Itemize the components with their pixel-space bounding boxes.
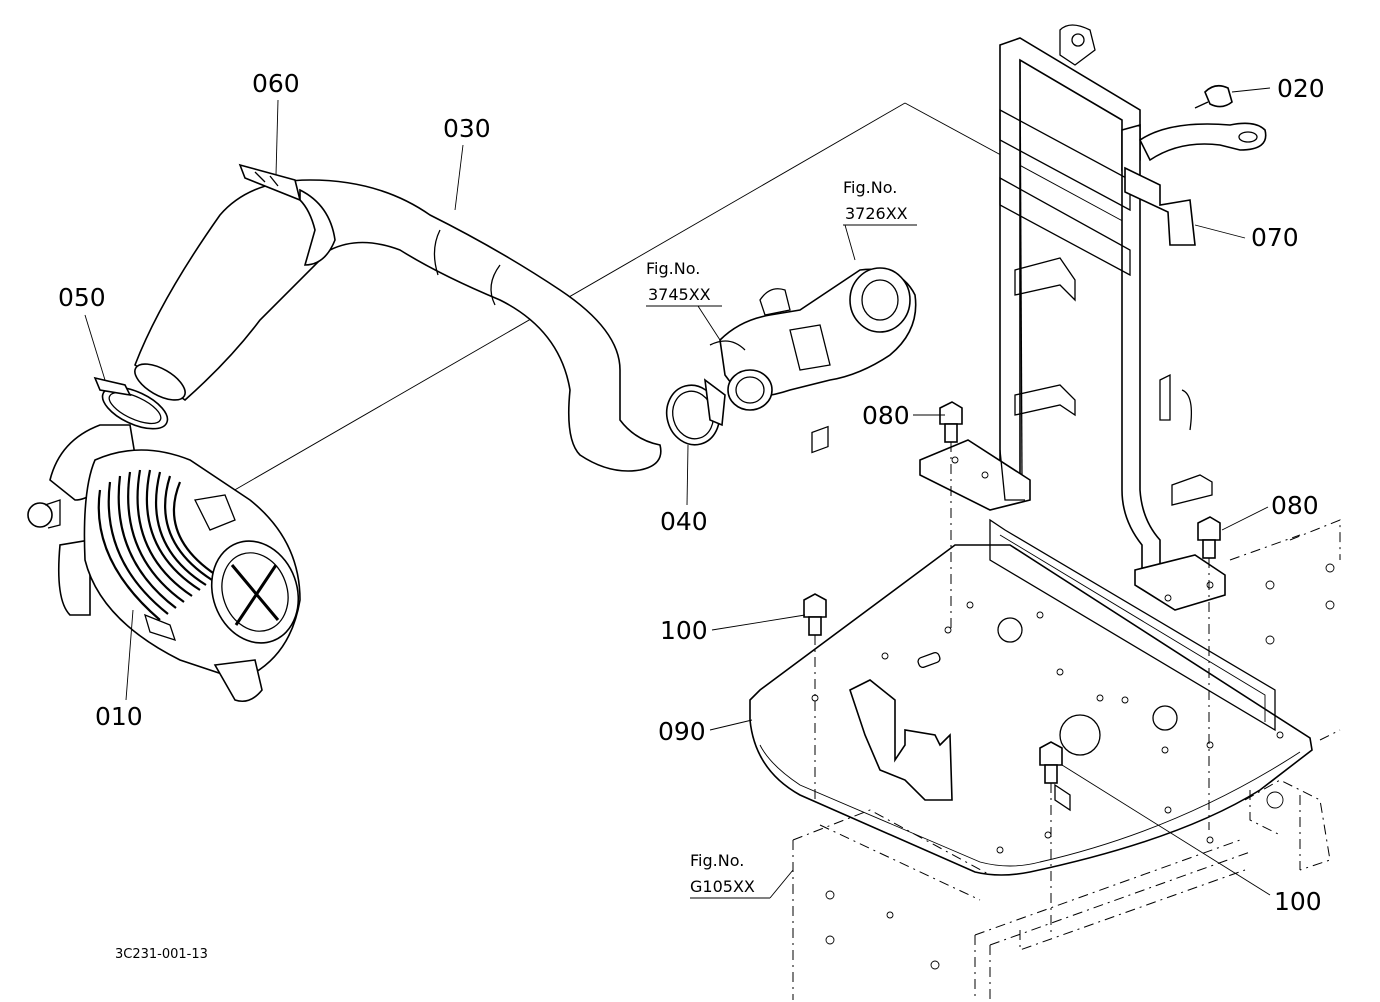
turbocharger-assembly — [709, 267, 917, 411]
fig-ref-3745-prefix: Fig.No. — [646, 259, 700, 278]
bolt-080-right[interactable] — [1197, 516, 1221, 830]
hose-clamp-050[interactable] — [93, 376, 173, 437]
frame-g105xx — [792, 519, 1341, 1000]
bolt-020[interactable] — [1194, 84, 1233, 109]
stand-bracket — [919, 24, 1267, 611]
callout-100-right: 100 — [1274, 887, 1322, 916]
callout-labels: 010 020 030 040 050 060 070 080 080 090 … — [58, 69, 1325, 916]
fig-ref-g105-prefix: Fig.No. — [690, 851, 744, 870]
callout-070: 070 — [1251, 223, 1299, 252]
callout-010: 010 — [95, 702, 143, 731]
bolt-100-left[interactable] — [803, 593, 827, 800]
bolt-100-right[interactable] — [1039, 741, 1071, 935]
reference-lines — [199, 102, 1131, 511]
figure-refs: Fig.No. 3726XX Fig.No. 3745XX Fig.No. G1… — [646, 178, 908, 896]
intake-hose-030[interactable] — [129, 163, 662, 472]
callout-050: 050 — [58, 283, 106, 312]
drawing-code: 3C231-001-13 — [115, 947, 208, 962]
callout-040: 040 — [660, 507, 708, 536]
fig-ref-3726-number: 3726XX — [845, 204, 908, 223]
fig-ref-3726-prefix: Fig.No. — [843, 178, 897, 197]
callout-100-left: 100 — [660, 616, 708, 645]
callout-030: 030 — [443, 114, 491, 143]
hose-clamp-040[interactable] — [660, 378, 726, 450]
callout-080-right: 080 — [1271, 491, 1319, 520]
support-plate-090[interactable] — [749, 425, 1313, 876]
air-cleaner-010[interactable] — [27, 424, 312, 703]
filter-ribs — [97, 469, 217, 621]
fig-ref-3745-number: 3745XX — [648, 285, 711, 304]
leader-lines — [84, 87, 1271, 899]
callout-020: 020 — [1277, 74, 1325, 103]
callout-080-left: 080 — [862, 401, 910, 430]
bolt-080-left[interactable] — [939, 401, 963, 630]
callout-090: 090 — [658, 717, 706, 746]
fig-ref-g105-number: G105XX — [690, 877, 755, 896]
callout-060: 060 — [252, 69, 300, 98]
